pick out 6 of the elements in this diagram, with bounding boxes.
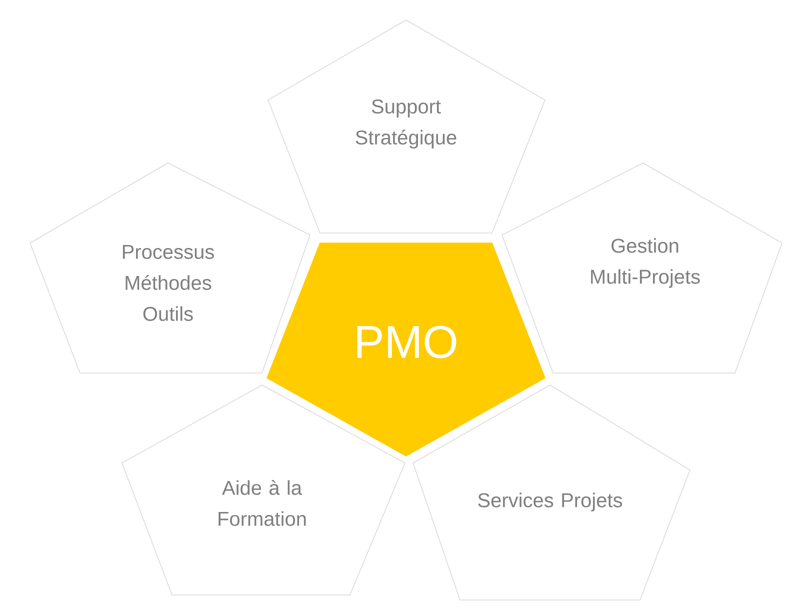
pentagon: Gestion Multi-Projets (502, 162, 782, 374)
center-pentagon: PMO (266, 242, 546, 456)
pentagon: Support Stratégique (268, 20, 546, 234)
pentagon: Services Projets (412, 384, 690, 600)
pentagon: Processus Méthodes Outils (30, 162, 310, 374)
pentagon: Aide à la Formation (122, 384, 406, 596)
